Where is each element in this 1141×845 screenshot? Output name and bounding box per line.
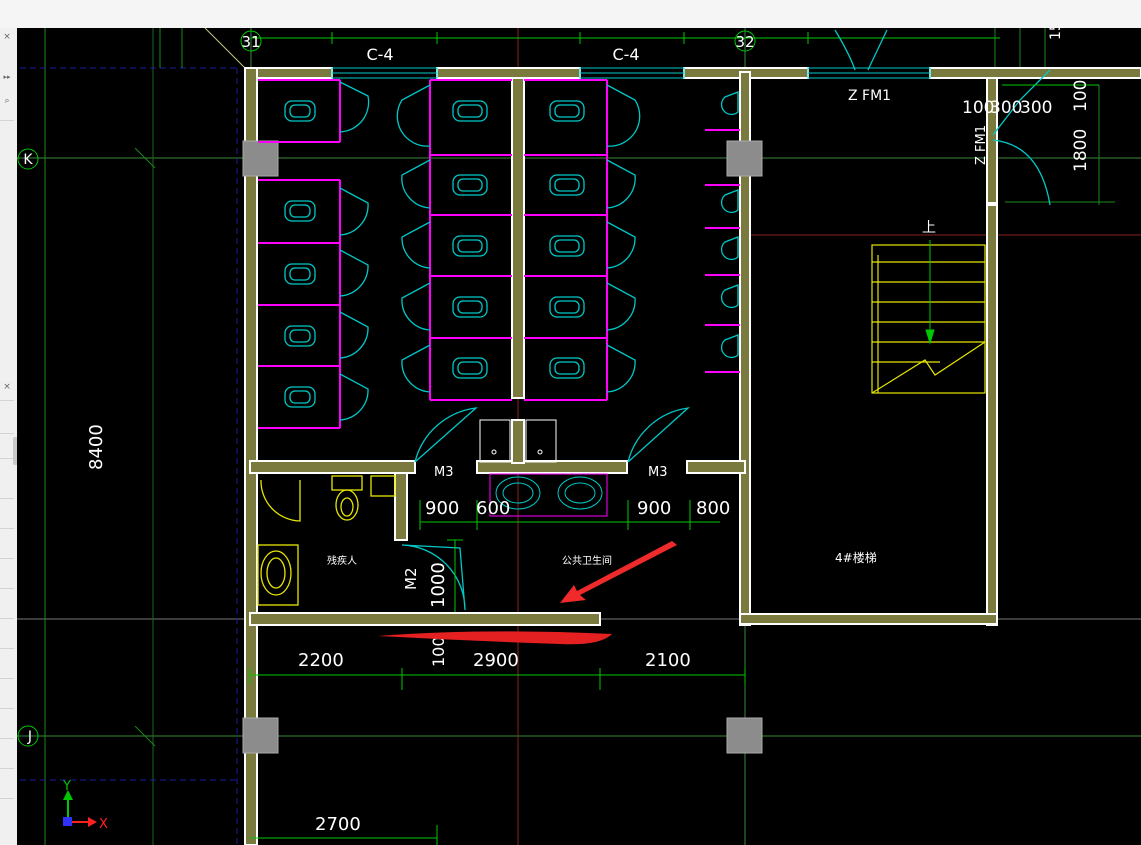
panel-divider: [0, 798, 14, 799]
panel-divider: [0, 648, 14, 649]
title-bar: [0, 0, 1141, 29]
mop-sinks: [479, 419, 557, 463]
room-public-toilet: 公共卫生间: [562, 554, 612, 567]
dimension-lines: [249, 84, 1099, 845]
staircase: [871, 244, 986, 394]
ucs-icon: X Y: [62, 779, 108, 832]
room-labels: 残疾人 公共卫生间 4#楼梯 上: [327, 220, 936, 567]
window-label-c4-left: C-4: [366, 45, 393, 64]
door-label-m3-left: M3: [434, 465, 454, 480]
door-labels: Z FM1 Z FM1 M3 M3 M2: [402, 88, 989, 590]
dim-1800: 1800: [1071, 129, 1091, 172]
panel-divider: [0, 588, 14, 589]
door-label-zfm1-side: Z FM1: [974, 125, 989, 165]
dim-2900: 2900: [473, 650, 519, 671]
panel-expand-icon[interactable]: ▸▸: [3, 73, 11, 81]
walls: [244, 67, 1141, 845]
dim-800: 800: [696, 498, 730, 519]
dim-300b: 300: [1020, 98, 1052, 118]
dim-2200: 2200: [298, 650, 344, 671]
window-label-c4-right: C-4: [612, 45, 639, 64]
dim-100b: 100: [1071, 80, 1091, 112]
panel-divider: [0, 433, 14, 434]
stair-arrow: [925, 240, 935, 345]
stall-doors: [339, 81, 641, 421]
panel-divider: [0, 738, 14, 739]
door-swings: [401, 29, 1051, 611]
panel-divider: [0, 400, 14, 401]
door-label-m3-right: M3: [648, 465, 668, 480]
dim-top-cut: 15: [1048, 28, 1064, 40]
axis-label-32: 32: [735, 33, 754, 51]
panel-divider: [0, 458, 14, 459]
top-dimension-line: [251, 32, 1000, 44]
panel-divider: [0, 618, 14, 619]
axis-bubble-31: 31: [240, 30, 262, 52]
cad-drawing-canvas[interactable]: 31 32 K J C-4 C-4: [17, 28, 1141, 845]
washbasin-counter: [489, 473, 608, 517]
canvas-background: [17, 28, 1141, 845]
dim-600: 600: [476, 498, 510, 519]
panel-close-icon-2[interactable]: ×: [3, 382, 11, 392]
door-label-zfm1-top: Z FM1: [848, 88, 891, 104]
axis-label-j: J: [27, 729, 32, 745]
dim-100a: 100: [962, 98, 994, 118]
washbasins: [495, 476, 603, 510]
panel-divider: [0, 120, 14, 121]
annotation-underline: [378, 631, 612, 645]
urinals: [720, 91, 739, 359]
stall-partitions: [258, 79, 740, 429]
dim-1000: 1000: [428, 562, 449, 608]
dim-2700: 2700: [315, 814, 361, 835]
axis-label-31: 31: [241, 33, 260, 51]
panel-divider: [0, 498, 14, 499]
axis-bubble-k: K: [17, 148, 39, 170]
axis-bubble-32: 32: [734, 30, 756, 52]
dim-900b: 900: [637, 498, 671, 519]
accessible-toilet-fixtures: [257, 475, 396, 606]
ucs-x-label: X: [99, 817, 108, 832]
room-stair: 4#楼梯: [835, 550, 877, 565]
search-icon[interactable]: ⌕: [4, 96, 10, 106]
panel-close-icon[interactable]: ×: [3, 32, 11, 42]
door-label-m2: M2: [402, 568, 420, 591]
toilet-fixtures: [284, 100, 585, 408]
axis-bubble-j: J: [17, 725, 39, 747]
panel-collapse-handle[interactable]: [13, 437, 18, 465]
panel-divider: [0, 678, 14, 679]
panel-divider: [0, 558, 14, 559]
annotation-arrow: [560, 541, 677, 603]
room-accessible-toilet: 残疾人: [327, 554, 357, 567]
dim-900a: 900: [425, 498, 459, 519]
dimension-texts: 100 300 300 100 1800 15 8400 900 600 900…: [86, 28, 1091, 835]
panel-divider: [0, 528, 14, 529]
panel-divider: [0, 768, 14, 769]
structural-columns: [242, 140, 763, 754]
window-openings: [331, 67, 931, 79]
ucs-y-label: Y: [62, 779, 71, 794]
stair-up-label: 上: [922, 220, 936, 236]
panel-divider: [0, 708, 14, 709]
dim-100c: 100: [429, 636, 448, 667]
dim-8400: 8400: [86, 424, 107, 470]
dim-2100: 2100: [645, 650, 691, 671]
dim-300a: 300: [990, 98, 1022, 118]
axis-label-k: K: [23, 152, 33, 168]
